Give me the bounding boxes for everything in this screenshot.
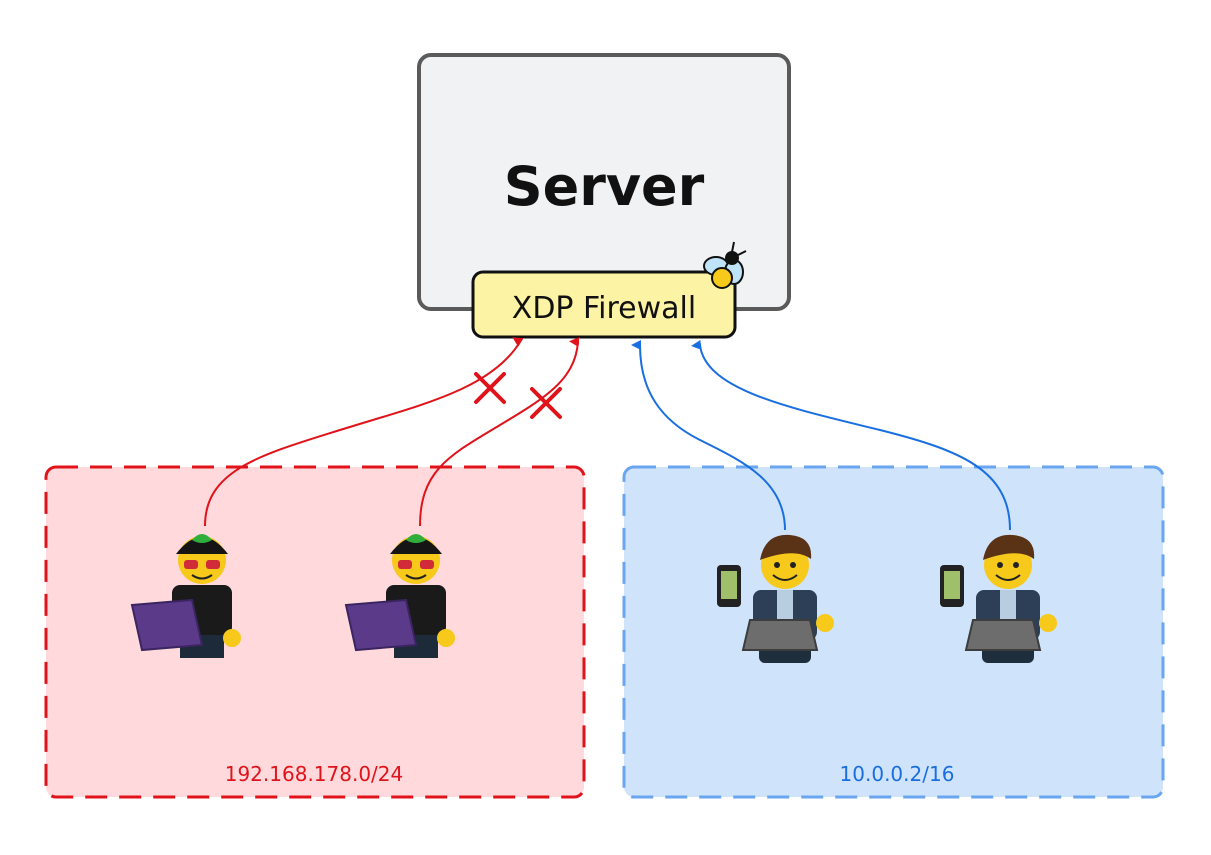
firewall-box: XDP Firewall — [471, 241, 747, 339]
firewall-label: XDP Firewall — [512, 291, 696, 326]
allowed-connection-arrow — [631, 339, 786, 531]
network-cidr: 10.0.0.2/16 — [840, 762, 955, 786]
network-zone-blocked: 192.168.178.0/24 — [44, 465, 586, 799]
blocked-x-icon — [530, 387, 562, 419]
allowed-connection-arrow — [691, 339, 1011, 531]
network-cidr: 192.168.178.0/24 — [225, 762, 404, 786]
bee-icon — [703, 241, 747, 289]
network-zone-allowed: 10.0.0.2/16 — [622, 465, 1165, 799]
server-label: Server — [504, 155, 705, 218]
blocked-x-icon — [474, 372, 506, 404]
blocked-connection-arrow — [419, 337, 580, 527]
server-box: Server — [417, 53, 791, 311]
